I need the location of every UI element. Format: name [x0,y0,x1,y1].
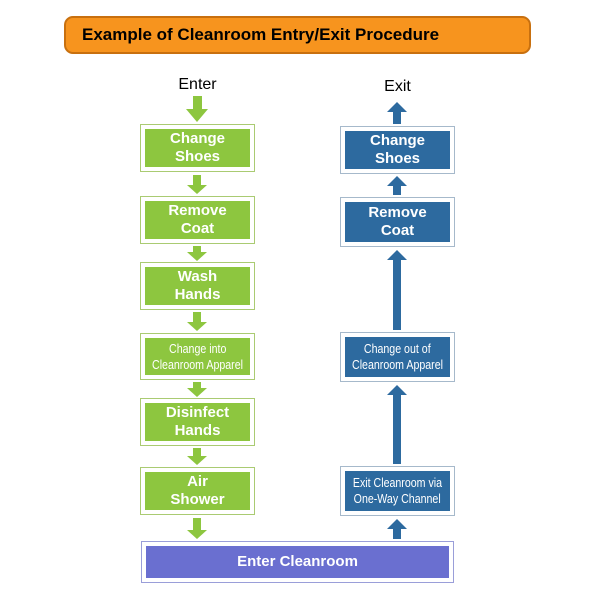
enter-step-remove-coat: Remove Coat [140,196,255,244]
arrow-head [187,185,207,194]
exit-step-remove-coat: Remove Coat [340,197,455,247]
step-label-line: Change out of [364,342,431,356]
step-label-line: Air [187,473,208,490]
exit-step-change-out-apparel: Change out of Cleanroom Apparel [340,332,455,382]
down-arrow-icon [187,518,207,539]
up-arrow-icon [387,519,407,539]
arrow-stem [393,260,401,330]
down-arrow-icon [187,448,207,465]
enter-step-disinfect-hands: Disinfect Hands [140,398,255,446]
arrow-stem [393,395,401,464]
arrow-stem [393,186,401,195]
enter-step-change-into-apparel: Change into Cleanroom Apparel [140,333,255,380]
step-label-line: Cleanroom Apparel [152,357,243,372]
arrow-head [387,385,407,395]
arrow-head [387,176,407,186]
step-label-line: One-Way Channel [353,492,442,506]
step-label-line: Shoes [174,148,220,165]
exit-step-one-way-channel: Exit Cleanroom via One-Way Channel [340,466,455,516]
step-label-line: Change into [168,341,227,356]
enter-step-change-shoes: Change Shoes [140,124,255,172]
down-arrow-icon [187,175,207,194]
step-label-line: Cleanroom Apparel [352,358,443,372]
arrow-stem [393,112,401,124]
arrow-stem [393,529,401,539]
down-arrow-icon [187,246,207,261]
step-label-line: Change [369,132,425,149]
arrow-stem [193,312,201,322]
enter-label: Enter [178,76,217,93]
step-label-line: Remove [368,204,427,221]
enter-cleanroom-label: Enter Cleanroom [237,553,358,570]
step-label-line: Disinfect [165,404,230,421]
arrow-head [187,322,207,331]
page-title: Example of Cleanroom Entry/Exit Procedur… [82,25,440,44]
down-arrow-icon [187,312,207,331]
arrow-stem [193,382,201,388]
up-arrow-icon [387,176,407,195]
arrow-head [187,530,207,539]
step-label-line: Wash [177,268,218,285]
up-arrow-icon [387,102,407,124]
arrow-head [387,250,407,260]
arrow-stem [193,175,201,185]
arrow-head [387,519,407,529]
arrow-stem [193,448,201,456]
enter-cleanroom-box: Enter Cleanroom [141,541,454,583]
step-label-line: Hands [174,286,221,303]
enter-step-air-shower: Air Shower [140,467,255,515]
arrow-head [186,109,208,122]
arrow-head [187,252,207,261]
title-banner: Example of Cleanroom Entry/Exit Procedur… [64,16,531,54]
step-label-line: Change [169,130,225,147]
step-label-line: Coat [180,220,215,237]
step-label-line: Remove [168,202,227,219]
step-label-line: Hands [174,422,221,439]
step-label-line: Coat [380,222,415,239]
arrow-head [187,388,207,397]
up-arrow-icon [387,250,407,330]
arrow-stem [193,246,201,252]
arrow-stem [192,96,202,109]
up-arrow-icon [387,385,407,464]
enter-step-wash-hands: Wash Hands [140,262,255,310]
down-arrow-icon [186,96,208,122]
step-label-line: Exit Cleanroom via [352,476,443,490]
exit-label: Exit [384,78,411,95]
arrow-stem [193,518,201,530]
exit-step-change-shoes: Change Shoes [340,126,455,174]
arrow-head [187,456,207,465]
down-arrow-icon [187,382,207,397]
step-label-line: Shower [170,491,225,508]
arrow-head [387,102,407,112]
step-label-line: Shoes [374,150,420,167]
